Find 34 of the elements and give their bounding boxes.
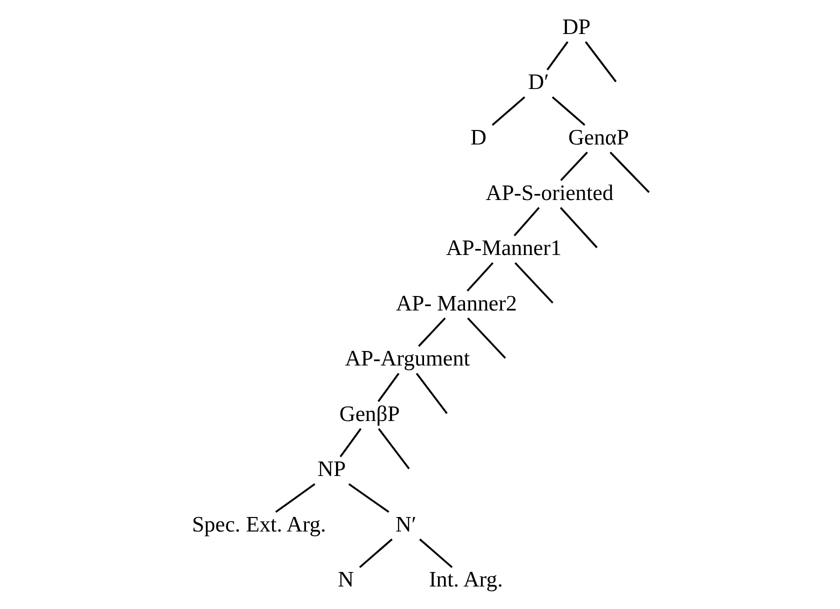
connector	[560, 152, 588, 181]
connector	[418, 318, 446, 347]
node-text: NP	[318, 456, 346, 482]
connector	[466, 262, 494, 292]
node-text: Spec. Ext. Arg.	[192, 511, 326, 536]
connector	[492, 96, 526, 126]
node-text: N	[338, 566, 354, 592]
node-text: GenαP	[568, 124, 629, 150]
node-text: N′	[395, 511, 416, 536]
connector	[416, 372, 448, 414]
connector	[560, 206, 598, 248]
node-text: AP-Manner1	[446, 235, 562, 260]
connector	[378, 428, 410, 470]
node-text: Int. Arg.	[428, 566, 503, 592]
node-text: AP-S-oriented	[486, 180, 614, 205]
connector	[378, 372, 400, 402]
node-text: AP- Manner2	[396, 290, 517, 316]
connector	[348, 483, 390, 513]
node-text: GenβP	[339, 400, 400, 426]
connector	[546, 41, 568, 70]
connector	[467, 318, 506, 359]
connector	[419, 538, 453, 568]
connector	[275, 483, 316, 513]
connector	[610, 152, 650, 193]
node-text: DP	[562, 14, 591, 39]
connector	[514, 262, 554, 304]
connector	[552, 96, 586, 126]
connector	[514, 206, 540, 236]
connector	[584, 41, 617, 82]
connector	[359, 538, 393, 568]
node-text: D	[470, 124, 487, 150]
node-text: AP-Argument	[345, 346, 470, 371]
node-text: D′	[528, 69, 549, 94]
connector	[340, 428, 362, 458]
